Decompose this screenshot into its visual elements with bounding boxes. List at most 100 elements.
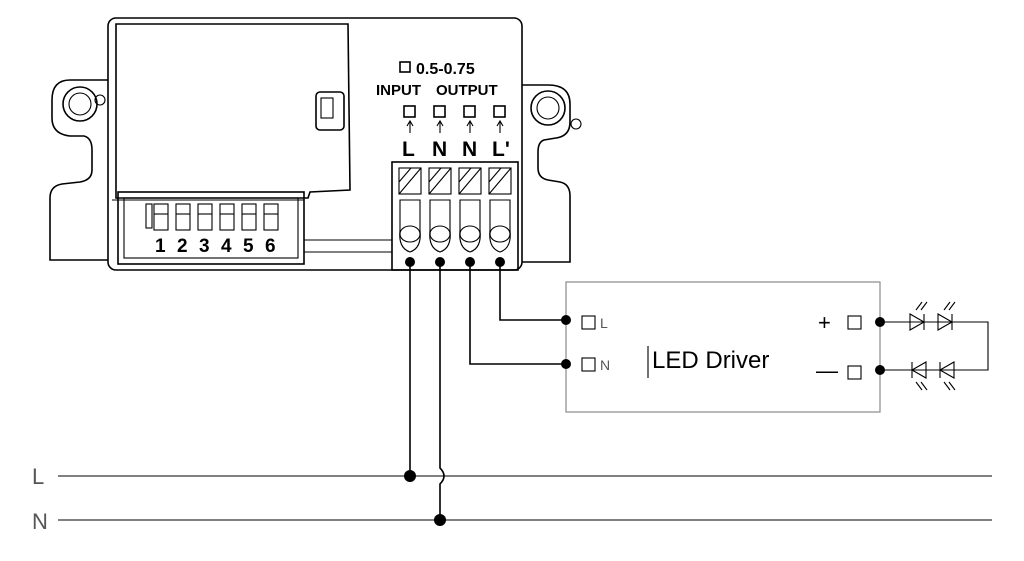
- driver-terminal-l-box: [581, 315, 596, 330]
- sensor-body: [107, 17, 523, 271]
- junction-dot: [435, 257, 445, 267]
- terminal-screw: [398, 167, 422, 195]
- terminal-arrow: [496, 119, 504, 133]
- dip-toggle: [175, 203, 191, 231]
- terminal-label-box: [463, 105, 476, 118]
- led-diode: [937, 313, 954, 331]
- junction-dot: [495, 257, 505, 267]
- led-diode: [909, 313, 926, 331]
- terminal-label: L: [402, 138, 415, 161]
- junction-dot: [465, 257, 475, 267]
- driver-output-plus: +: [818, 310, 831, 335]
- led-string: [880, 301, 989, 391]
- terminal-clamp-opening: [489, 225, 511, 243]
- wire-output-l-to-driver: [499, 262, 566, 321]
- junction-dot: [875, 317, 885, 327]
- terminal-label-box: [493, 105, 506, 118]
- left-ear-small-hole: [94, 94, 106, 106]
- terminal-label-box: [433, 105, 446, 118]
- left-mounting-ear: [49, 79, 108, 261]
- junction-dot: [561, 359, 571, 369]
- dip-toggle: [263, 203, 279, 231]
- wire-size-label: 0.5-0.75: [416, 61, 475, 78]
- junction-dot: [405, 257, 415, 267]
- dip-number: 2: [177, 236, 188, 257]
- terminal-screw-hatch: [458, 167, 472, 183]
- terminal-label: N: [432, 138, 447, 161]
- wire-sensor-n-to-mains: [439, 262, 445, 520]
- led-loop-wire: [880, 321, 989, 371]
- right-ear-hole-outer: [530, 90, 566, 126]
- led-light-rays: [915, 301, 928, 311]
- cover-latch-slot: [320, 97, 334, 119]
- dip-switch-marker: [145, 203, 153, 229]
- driver-output-minus: —: [816, 358, 838, 383]
- terminal-label: L': [492, 138, 510, 161]
- dip-toggle: [241, 203, 257, 231]
- right-ear-small-hole: [570, 118, 582, 130]
- terminal-clamp-opening: [399, 225, 421, 243]
- terminal-screw-hatch: [458, 167, 482, 195]
- terminal-arrow: [436, 119, 444, 133]
- terminal-screw-hatch: [428, 167, 452, 195]
- led-driver: LED Driver L N + —: [565, 281, 881, 413]
- junction-dot: [875, 365, 885, 375]
- dip-toggle: [153, 203, 169, 231]
- wire-output-n-to-driver: [469, 262, 566, 365]
- input-label: INPUT: [376, 82, 421, 99]
- terminal-screw-hatch: [398, 167, 422, 195]
- terminal-block: [391, 161, 519, 271]
- driver-output-minus-box: [847, 365, 862, 380]
- terminal-arrow: [466, 119, 474, 133]
- wiring: L N: [32, 257, 992, 534]
- terminal-clamp-opening: [429, 225, 451, 243]
- mains-label-l: L: [32, 464, 44, 489]
- terminal-screw-hatch: [488, 167, 512, 195]
- left-ear-hole-outer: [62, 86, 98, 122]
- right-ear-hole-inner: [536, 96, 560, 120]
- led-driver-box: [565, 281, 881, 413]
- terminal-screw-hatch: [398, 167, 412, 183]
- dip-switch-inner: [123, 197, 299, 259]
- driver-terminal-n-box: [581, 357, 596, 372]
- dip-number: 4: [221, 236, 232, 257]
- driver-terminal-n-label: N: [600, 357, 610, 373]
- led-driver-title: LED Driver: [652, 347, 769, 374]
- led-diode: [910, 361, 927, 379]
- terminal-screw: [458, 167, 482, 195]
- terminal-screw: [488, 167, 512, 195]
- led-light-rays: [943, 301, 956, 311]
- cover-latch: [315, 91, 345, 131]
- terminal-label-box: [403, 105, 416, 118]
- junction-dot: [404, 470, 416, 482]
- dip-number: 1: [155, 236, 166, 257]
- body-seam: [304, 239, 392, 253]
- junction-dot: [434, 514, 446, 526]
- wire-size-checkbox: [399, 61, 411, 73]
- sensor-cover: [115, 23, 351, 199]
- driver-terminal-l-label: L: [600, 315, 608, 331]
- right-mounting-ear: [522, 84, 571, 263]
- terminal-block-frame: [391, 161, 519, 271]
- led-diode: [938, 361, 955, 379]
- dip-toggle: [197, 203, 213, 231]
- led-light-rays: [915, 381, 928, 391]
- led-light-rays: [943, 381, 956, 391]
- output-label: OUTPUT: [436, 82, 498, 99]
- terminal-clamp-opening: [459, 225, 481, 243]
- terminal-screw-hatch: [428, 167, 442, 183]
- terminal-screw: [428, 167, 452, 195]
- dip-number: 6: [265, 236, 276, 257]
- dip-switch-frame: [117, 191, 305, 265]
- driver-output-plus-box: [847, 315, 862, 330]
- dip-toggle: [219, 203, 235, 231]
- terminal-screw-hatch: [488, 167, 502, 183]
- terminal-label: N: [462, 138, 477, 161]
- mains-label-n: N: [32, 509, 48, 534]
- dip-number: 3: [199, 236, 210, 257]
- terminal-arrow: [406, 119, 414, 133]
- left-ear-hole-inner: [68, 92, 92, 116]
